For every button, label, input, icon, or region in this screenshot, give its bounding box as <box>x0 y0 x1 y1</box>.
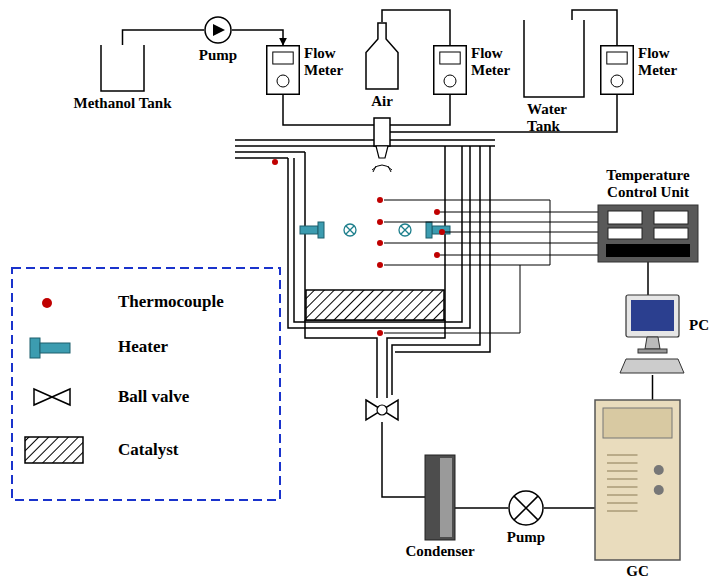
equipment-label: Flow Meter <box>638 45 688 80</box>
equipment-symbol <box>600 45 634 95</box>
equipment-label: PC <box>689 317 709 334</box>
equipment-node: GC <box>595 400 680 560</box>
equipment-symbol <box>598 205 698 262</box>
legend-icons <box>25 338 83 463</box>
pipe-connector <box>382 10 450 45</box>
legend-swatch <box>42 298 52 308</box>
equipment-label: GC <box>626 563 649 580</box>
equipment-label: Water Tank <box>527 101 581 136</box>
equipment-node: Flow Meter <box>266 45 300 95</box>
heaters <box>300 222 450 238</box>
pipe-connector <box>123 30 205 45</box>
pipe-connector <box>647 262 649 295</box>
legend-text: Thermocouple <box>118 292 224 312</box>
legend-text: Heater <box>118 337 168 357</box>
equipment-node: Water Tank <box>523 20 585 98</box>
equipment-node: Pump <box>204 16 232 44</box>
catalyst-bed <box>306 290 444 320</box>
equipment-symbol <box>523 20 585 98</box>
equipment-node: Condenser <box>425 455 455 540</box>
equipment-symbol <box>365 22 399 90</box>
equipment-symbol <box>433 45 467 95</box>
equipment-node: Flow Meter <box>600 45 634 95</box>
legend-text: Catalyst <box>118 440 178 460</box>
pipe-connector <box>544 507 595 509</box>
equipment-label: Air <box>371 93 393 110</box>
reactor-vessel <box>235 140 495 497</box>
equipment-node: Air <box>365 22 399 90</box>
pipe-connector <box>652 375 654 400</box>
pipe-connector <box>455 507 508 509</box>
equipment-label: Temperature Control Unit <box>589 167 707 202</box>
main-ball-valve <box>366 400 398 420</box>
equipment-node: PC <box>620 295 685 375</box>
equipment-node: Temperature Control Unit <box>598 205 698 262</box>
equipment-label: Methanol Tank <box>74 95 172 112</box>
thermocouples <box>272 159 445 336</box>
equipment-symbol <box>620 295 685 375</box>
equipment-symbol <box>425 455 455 540</box>
equipment-node: Methanol Tank <box>100 45 145 92</box>
equipment-symbol <box>508 490 544 526</box>
legend-text: Ball valve <box>118 387 189 407</box>
nozzle <box>372 118 392 172</box>
pipe-connector <box>572 10 617 45</box>
equipment-label: Pump <box>199 47 237 64</box>
equipment-symbol <box>204 16 232 44</box>
equipment-label: Flow Meter <box>304 45 354 80</box>
thermocouple-wires <box>384 200 598 333</box>
equipment-symbol <box>100 45 145 92</box>
equipment-symbol <box>595 400 680 560</box>
pipe-connector <box>232 30 283 45</box>
equipment-label: Pump <box>507 529 545 546</box>
equipment-symbol <box>266 45 300 95</box>
feed-lines <box>283 95 617 132</box>
legend-frame <box>12 268 280 500</box>
equipment-label: Condenser <box>405 543 474 560</box>
equipment-label: Flow Meter <box>471 45 521 80</box>
equipment-node: Flow Meter <box>433 45 467 95</box>
ball-valves <box>344 224 411 236</box>
equipment-node: Pump <box>508 490 544 526</box>
